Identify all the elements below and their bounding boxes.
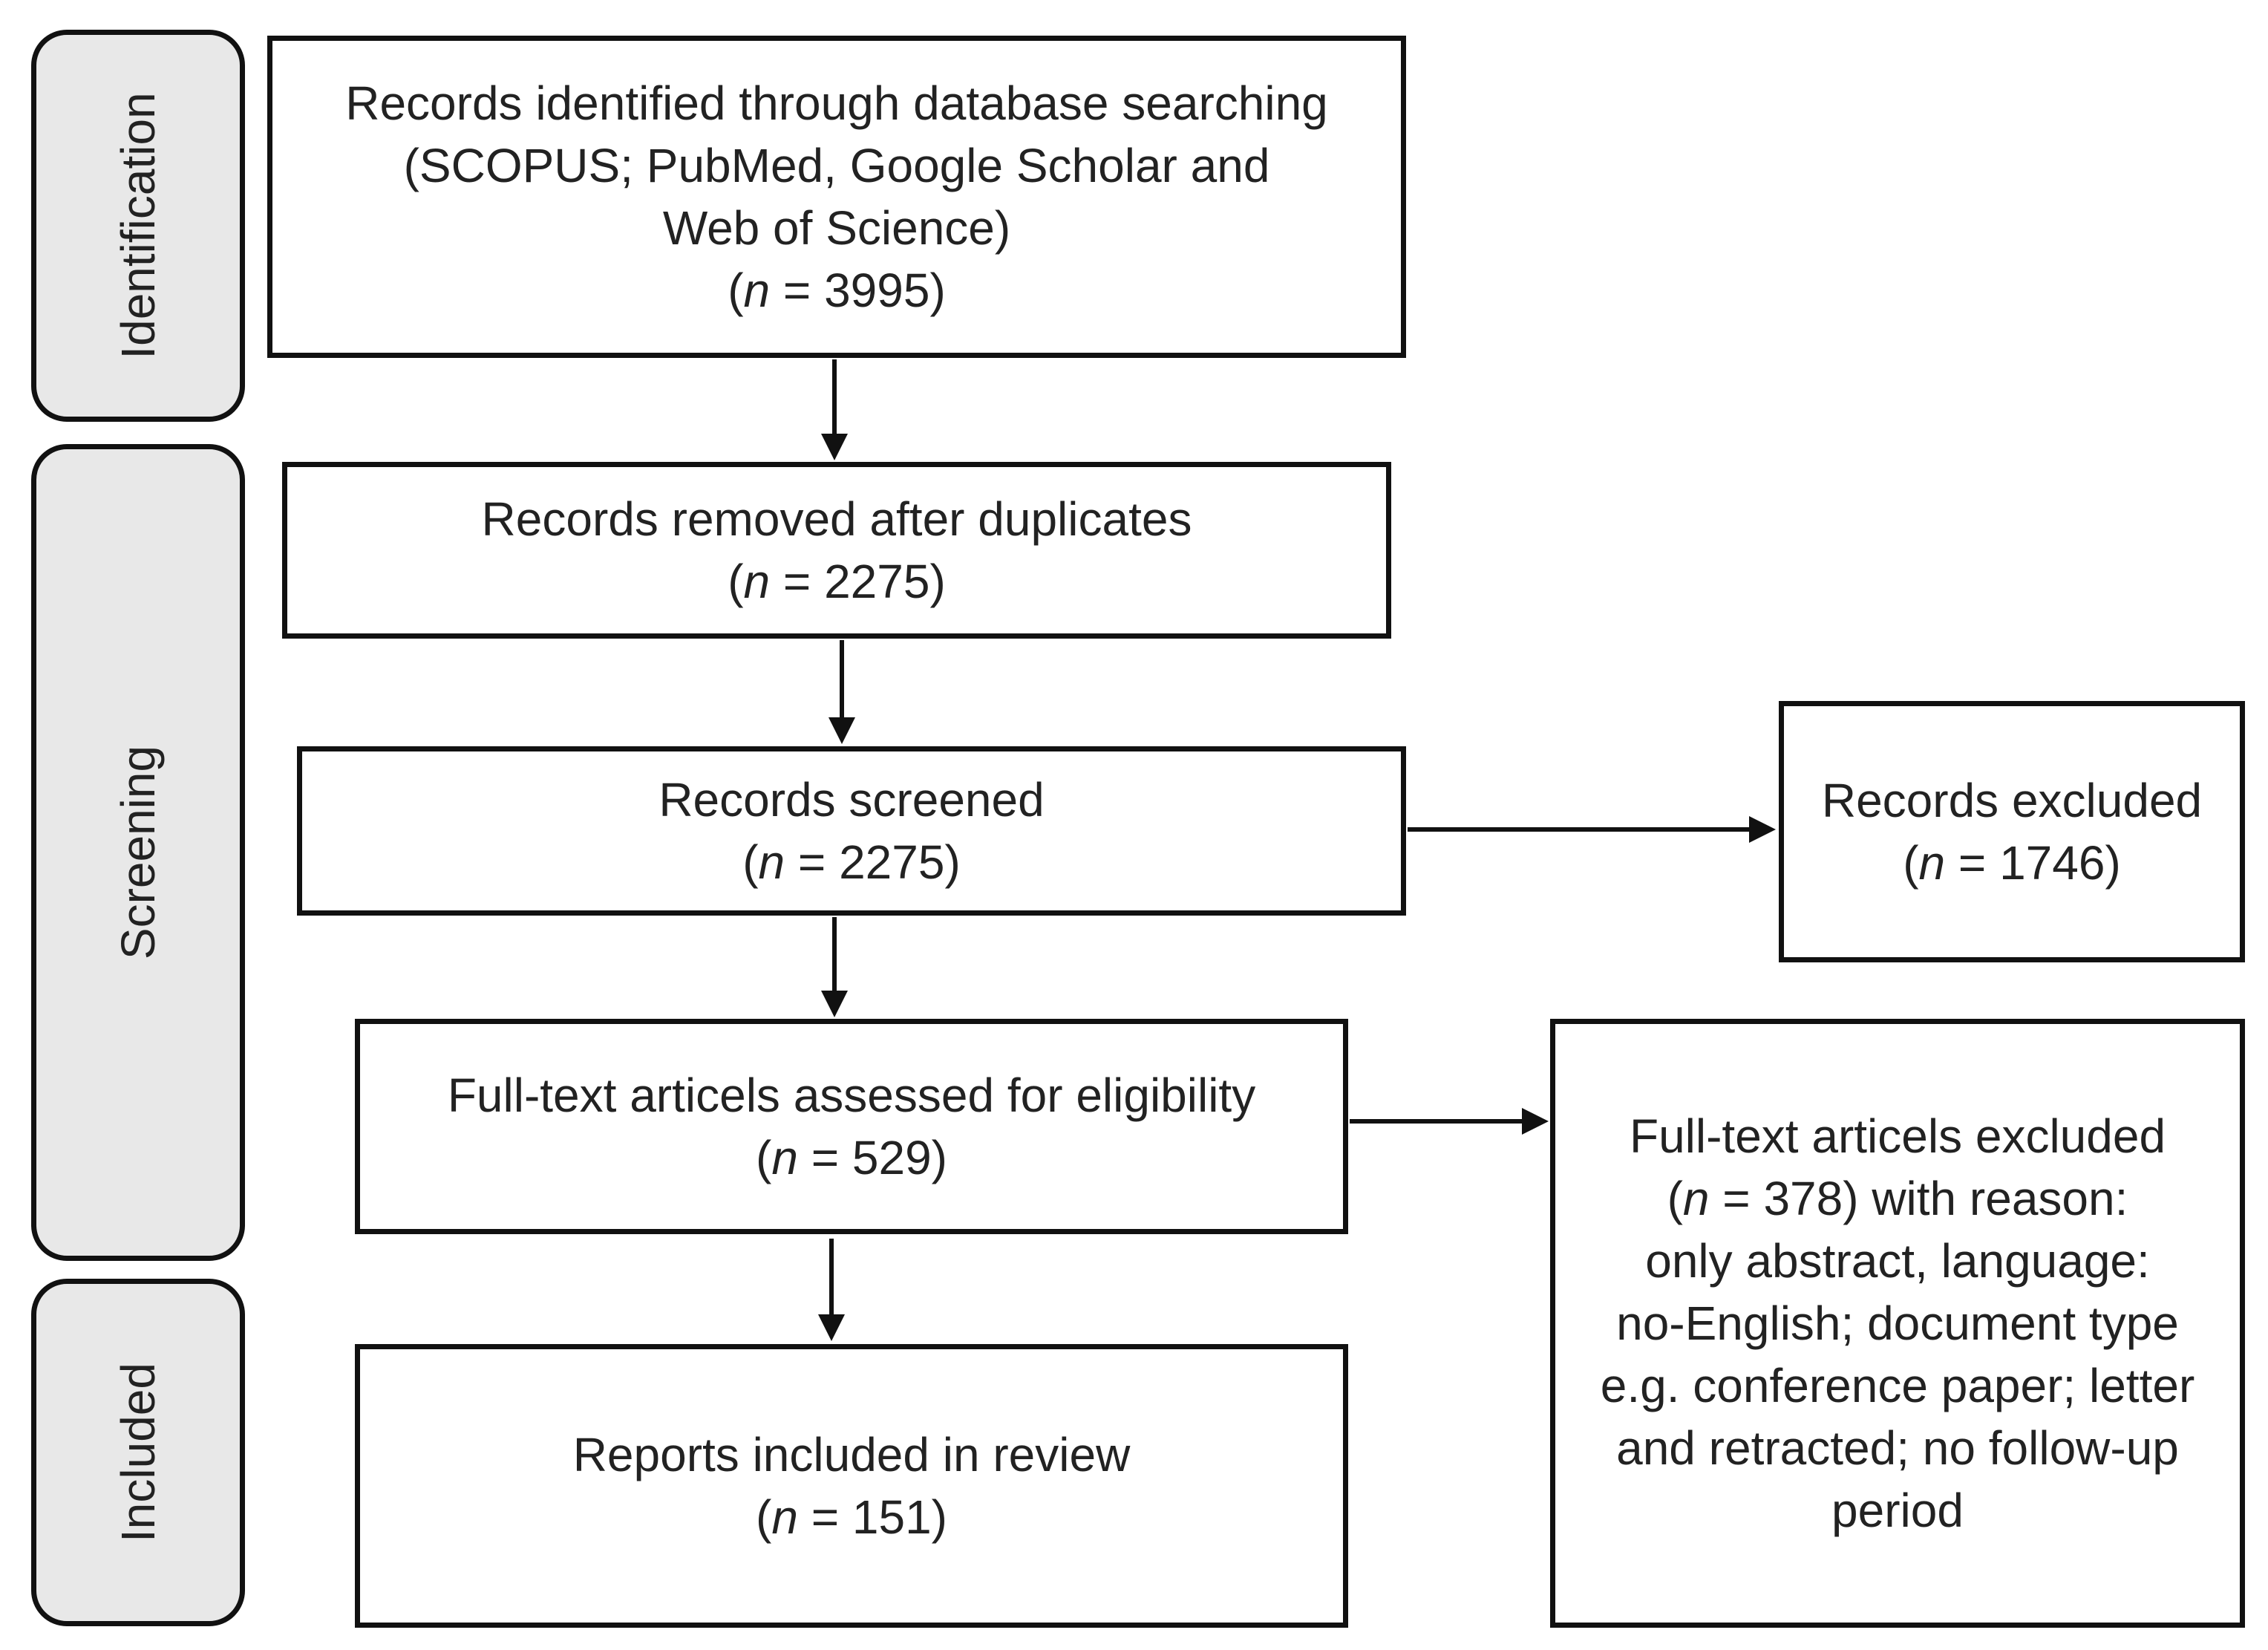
records-duplicates-count: (n = 2275) bbox=[728, 555, 946, 608]
fulltext-assessed-count: (n = 529) bbox=[756, 1131, 947, 1184]
reports-included-box: Reports included in review (n = 151) bbox=[355, 1344, 1348, 1628]
records-screened-label: Records screened bbox=[658, 773, 1045, 826]
phase-included-label: Included bbox=[111, 1363, 165, 1542]
phase-screening-label: Screening bbox=[111, 745, 165, 960]
records-identified-line-2: (SCOPUS; PubMed, Google Scholar and bbox=[403, 139, 1270, 192]
fulltext-excluded-count: (n = 378) with reason: bbox=[1667, 1172, 2128, 1225]
fulltext-excluded-reason-2: no-English; document type bbox=[1616, 1297, 2179, 1350]
fulltext-excluded-label: Full-text articels excluded bbox=[1629, 1109, 2166, 1163]
fulltext-excluded-reason-5: period bbox=[1831, 1484, 1964, 1537]
phase-screening: Screening bbox=[31, 444, 245, 1261]
records-screened-count: (n = 2275) bbox=[742, 835, 961, 889]
fulltext-assessed-box: Full-text articels assessed for eligibil… bbox=[355, 1019, 1348, 1234]
phase-identification: Identification bbox=[31, 30, 245, 422]
records-excluded-box: Records excluded (n = 1746) bbox=[1779, 701, 2245, 962]
fulltext-assessed-label: Full-text articels assessed for eligibil… bbox=[447, 1069, 1256, 1122]
records-screened-box: Records screened (n = 2275) bbox=[297, 746, 1406, 916]
records-excluded-label: Records excluded bbox=[1821, 774, 2203, 827]
fulltext-excluded-box: Full-text articels excluded (n = 378) wi… bbox=[1550, 1019, 2245, 1628]
phase-identification-label: Identification bbox=[111, 92, 165, 359]
fulltext-excluded-reason-1: only abstract, language: bbox=[1645, 1234, 2150, 1288]
fulltext-excluded-reason-4: and retracted; no follow-up bbox=[1616, 1421, 2179, 1475]
records-identified-box: Records identified through database sear… bbox=[267, 36, 1406, 358]
phase-included: Included bbox=[31, 1279, 245, 1626]
reports-included-count: (n = 151) bbox=[756, 1490, 947, 1544]
reports-included-label: Reports included in review bbox=[572, 1428, 1131, 1481]
records-identified-line-3: Web of Science) bbox=[662, 201, 1011, 255]
records-excluded-count: (n = 1746) bbox=[1903, 836, 2121, 890]
records-duplicates-box: Records removed after duplicates (n = 22… bbox=[282, 462, 1391, 639]
records-identified-count: (n = 3995) bbox=[728, 264, 946, 317]
records-duplicates-label: Records removed after duplicates bbox=[481, 492, 1192, 546]
fulltext-excluded-reason-3: e.g. conference paper; letter bbox=[1600, 1359, 2195, 1412]
records-identified-line-1: Records identified through database sear… bbox=[345, 76, 1328, 130]
